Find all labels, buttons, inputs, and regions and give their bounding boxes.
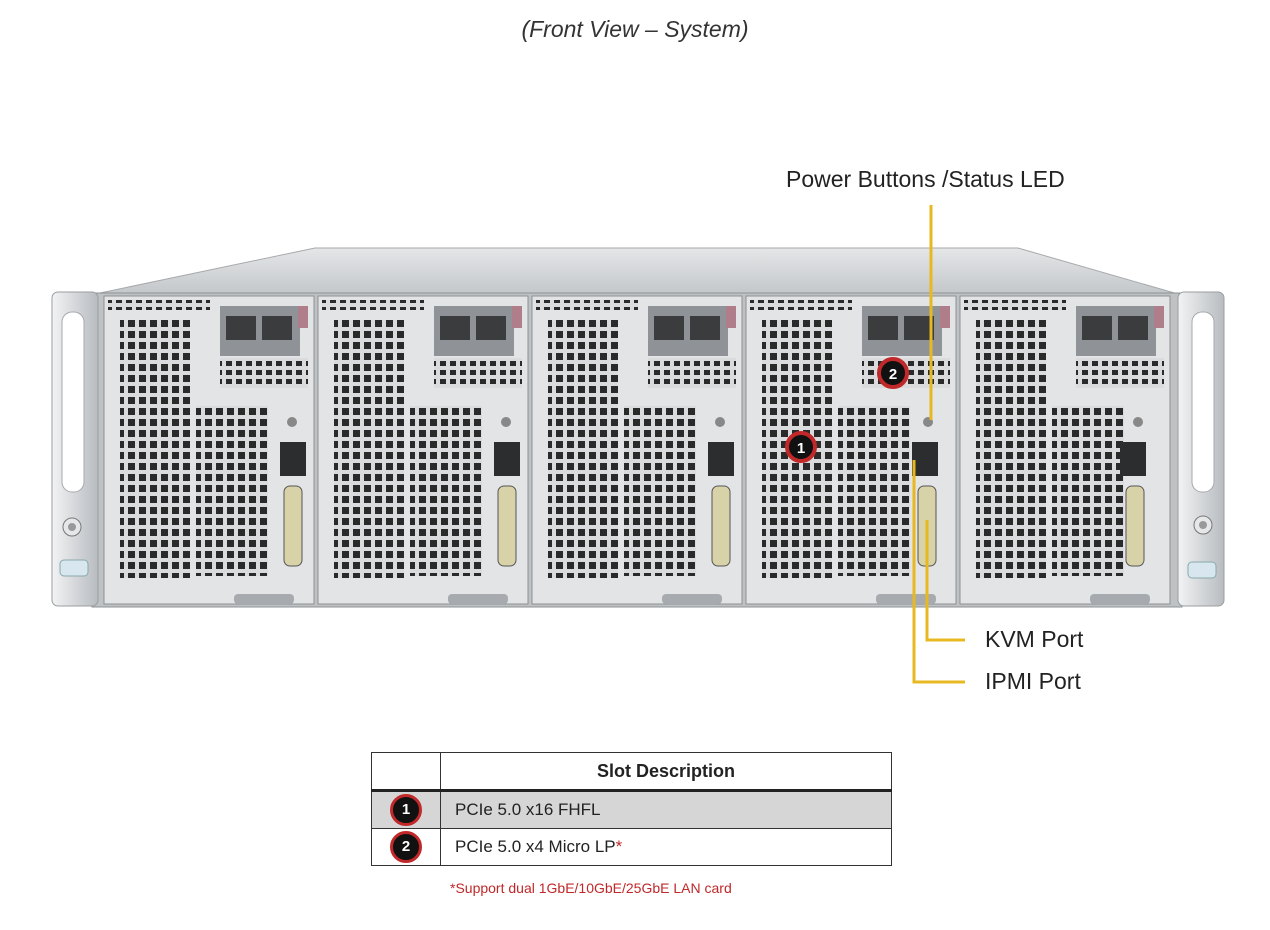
table-cell-desc: PCIe 5.0 x4 Micro LP* [440,828,892,866]
slot-1-badge: 1 [390,794,422,826]
leader-line-ipmi [912,460,965,684]
left-rack-handle [51,291,99,607]
table-header-label: Slot Description [440,752,892,792]
table-row: 1 PCIe 5.0 x16 FHFL [371,790,892,829]
slot-2-description: PCIe 5.0 x4 Micro LP [455,837,616,856]
table-header-row: Slot Description [371,752,892,792]
node-bay-5 [959,295,1171,605]
slot-2-note-marker: * [615,837,623,856]
marker-1: 1 [785,431,817,463]
table-cell-num: 1 [371,790,441,829]
footnote: *Support dual 1GbE/10GbE/25GbE LAN card [450,880,732,896]
right-rack-handle [1177,291,1225,607]
slot-description-table: Slot Description 1 PCIe 5.0 x16 FHFL 2 P… [371,752,892,866]
slot-2-badge: 2 [390,831,422,863]
node-bay-4 [745,295,957,605]
slot-1-description: PCIe 5.0 x16 FHFL [455,800,601,819]
table-cell-num: 2 [371,828,441,866]
node-bay-2 [317,295,529,605]
table-header-empty [371,752,441,792]
callout-ipmi-port: IPMI Port [985,668,1081,694]
table-row: 2 PCIe 5.0 x4 Micro LP* [371,828,892,866]
node-bay-1 [103,295,315,605]
leader-line-kvm [925,520,965,642]
table-cell-desc: PCIe 5.0 x16 FHFL [440,790,892,829]
callout-power-buttons: Power Buttons /Status LED [786,166,1065,192]
marker-2: 2 [877,357,909,389]
node-bay-3 [531,295,743,605]
callout-kvm-port: KVM Port [985,626,1084,652]
marker-2-label: 2 [889,366,897,383]
marker-1-label: 1 [797,440,805,457]
chassis-top-cover [94,247,1179,295]
figure-title: (Front View – System) [521,16,749,42]
